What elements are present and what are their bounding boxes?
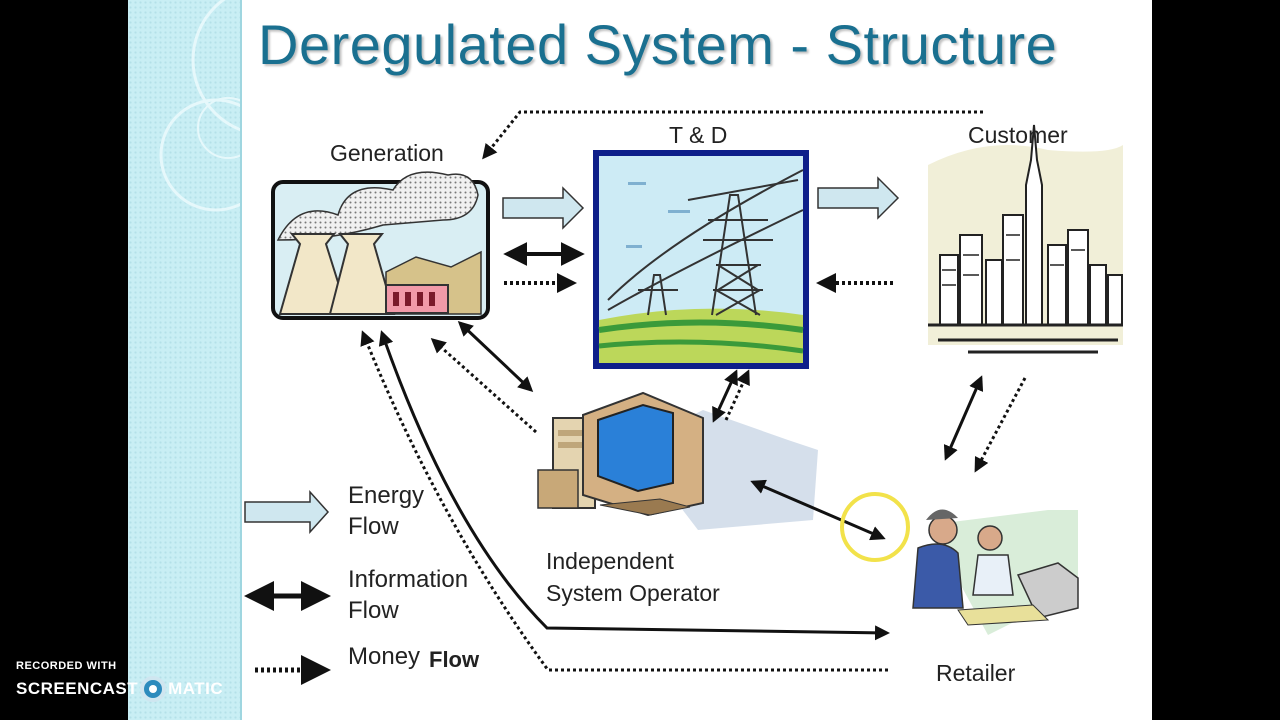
money-retailer-customer	[974, 377, 1027, 473]
info-generation-retailer	[378, 330, 890, 641]
node-label-td: T & D	[669, 122, 728, 148]
money-iso-generation	[430, 338, 537, 434]
legend-money-label-1: Money	[348, 643, 421, 670]
customer-city-icon	[928, 124, 1123, 354]
decorative-rings	[159, 0, 240, 212]
screencast-watermark: RECORDED WITH SCREENCAST MATIC	[16, 660, 223, 702]
energy-flow-arrows	[244, 176, 900, 534]
watermark-left-text: SCREENCAST	[16, 679, 139, 698]
screencast-logo-icon	[140, 676, 167, 702]
slide: Deregulated System - Structure	[128, 0, 1152, 720]
structure-diagram	[244, 110, 1123, 685]
node-label-iso-line1: Independent	[546, 548, 674, 574]
node-label-iso-line2: System Operator	[546, 580, 720, 606]
system-operator-computer-icon	[537, 391, 818, 530]
money-flow-arrows	[255, 110, 1027, 685]
money-retailer-generation	[360, 330, 888, 672]
cursor-highlight-circle	[840, 492, 910, 562]
legend-energy-label-2: Flow	[348, 513, 399, 540]
energy-arrow-td-to-customer	[817, 176, 900, 220]
watermark-right-text: MATIC	[168, 679, 224, 698]
info-customer-retailer	[943, 375, 984, 461]
slide-decoration-strip	[128, 0, 240, 720]
legend-energy-label-1: Energy	[348, 482, 425, 509]
node-label-retailer: Retailer	[936, 660, 1016, 686]
money-iso-td	[724, 369, 750, 421]
node-label-generation: Generation	[330, 140, 444, 166]
legend-money-label-2: Flow	[429, 647, 480, 672]
legend-info-label-2: Flow	[348, 597, 399, 624]
information-flow-arrows	[244, 242, 984, 641]
slide-title: Deregulated System - Structure	[258, 13, 1058, 76]
legend-info-label-1: Information	[348, 566, 469, 593]
watermark-bottom: SCREENCAST MATIC	[16, 676, 223, 702]
energy-arrow-generation-to-td	[502, 186, 585, 230]
watermark-top-text: RECORDED WITH	[16, 660, 117, 672]
info-td-iso	[712, 369, 738, 423]
info-generation-iso	[457, 320, 534, 393]
transmission-tower-icon	[593, 150, 809, 369]
generation-plant-icon	[271, 171, 490, 320]
retailer-people-icon	[912, 509, 1079, 635]
legend-energy-arrow	[244, 490, 330, 534]
node-label-customer: Customer	[968, 122, 1068, 148]
money-top-loop	[482, 110, 983, 160]
slide-divider	[240, 0, 242, 720]
